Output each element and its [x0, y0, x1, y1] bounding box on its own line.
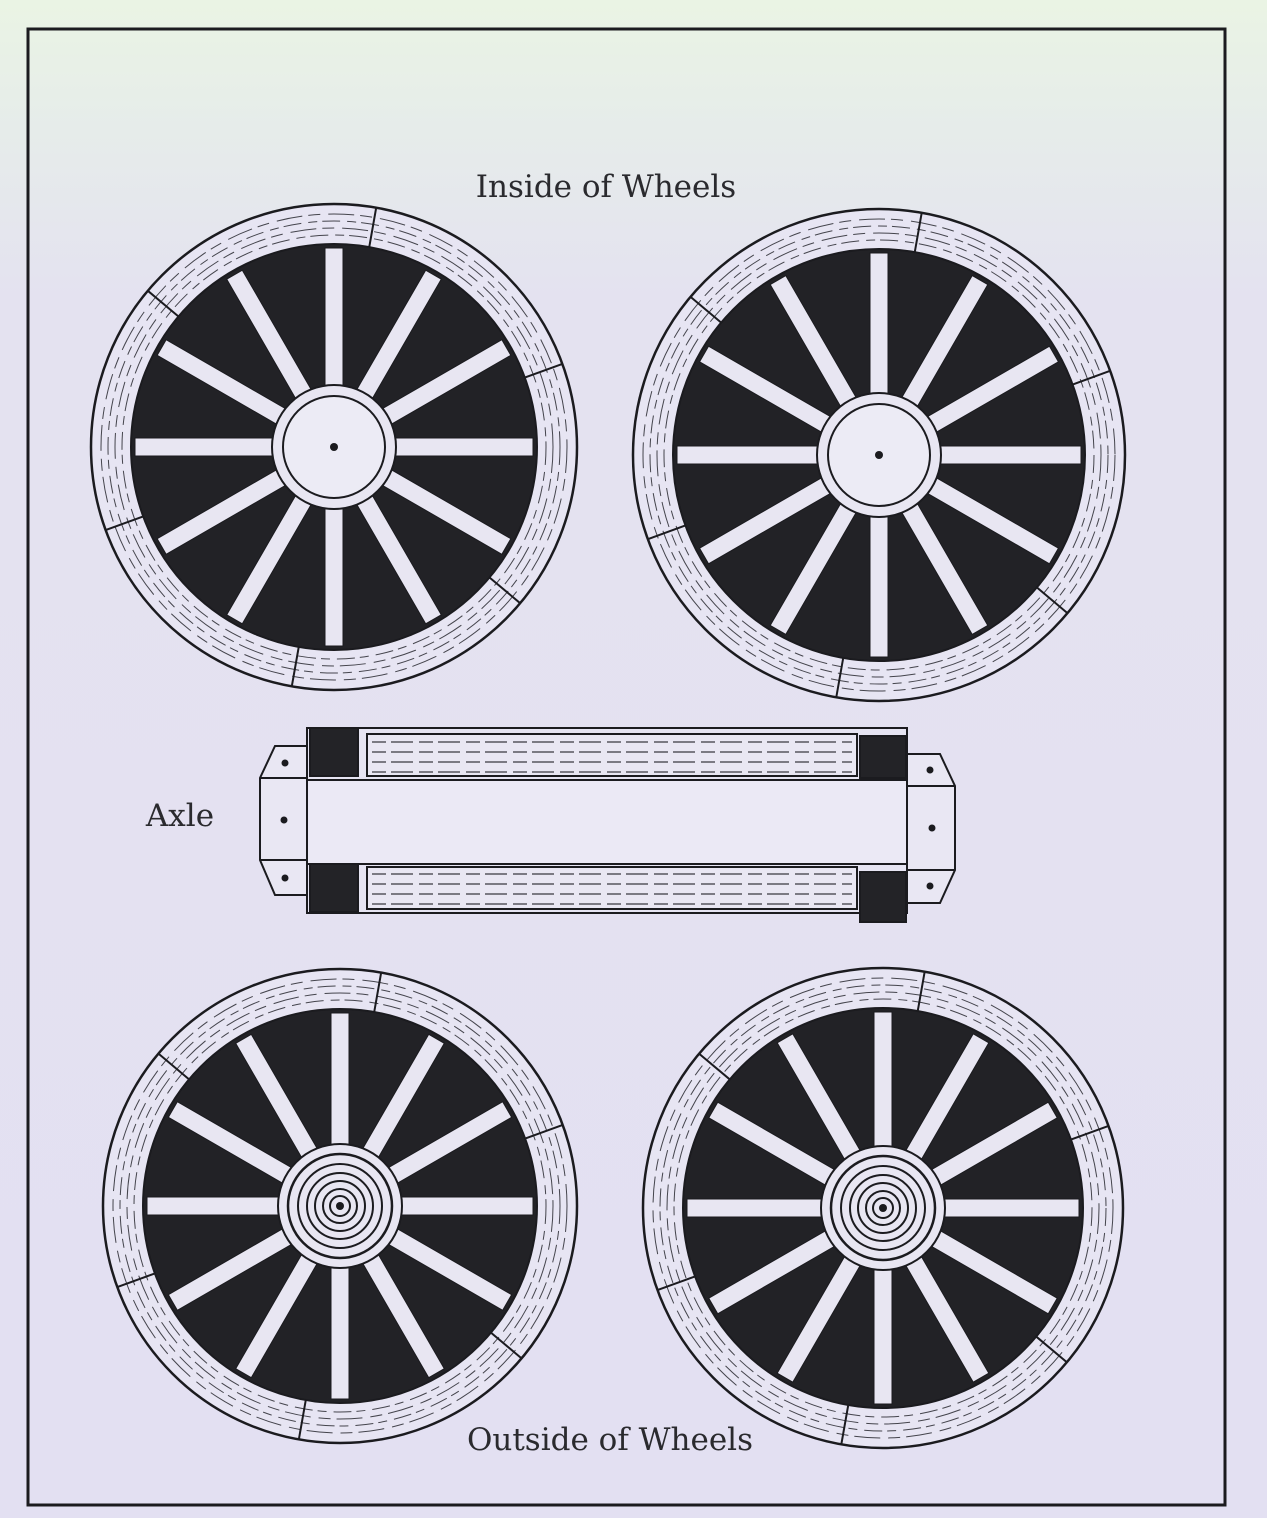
axle-left-tab-hole-mid — [280, 816, 288, 824]
felloe-wood-grain — [652, 977, 1114, 1439]
felloe-joint — [835, 657, 845, 698]
grain-line — [133, 999, 547, 1413]
grain-line — [119, 985, 561, 1427]
outside-wheels-label: Outside of Wheels — [467, 1422, 753, 1458]
felloe-joint — [657, 1275, 696, 1292]
axle-end-cap-bottom-right — [859, 871, 907, 923]
felloe-joint — [913, 212, 923, 253]
grain-line — [126, 992, 554, 1420]
felloe-joint — [1070, 1124, 1109, 1141]
axle-right-tab-hole-mid — [928, 824, 936, 832]
hub-axle-hole — [879, 1204, 887, 1212]
hub-axle-hole — [875, 451, 883, 459]
hub-ring — [857, 1182, 909, 1234]
felloe-joint — [488, 576, 521, 604]
felloe-joint — [698, 1052, 731, 1081]
grain-line — [649, 225, 1109, 685]
hub-axle-hole — [330, 443, 338, 451]
felloe-joint — [490, 1331, 523, 1360]
hub-ring — [286, 1152, 394, 1260]
axle-left-tab-hole-top — [281, 759, 289, 767]
grain-line — [107, 220, 561, 674]
axle-top-band — [366, 733, 858, 777]
axle-end-cap-top-left — [309, 727, 359, 777]
hub-ring — [329, 1195, 351, 1217]
hub-ring — [849, 1174, 917, 1242]
felloe-wood-grain — [100, 213, 568, 681]
felloe-joint — [524, 1124, 564, 1140]
felloe-joint — [105, 515, 144, 532]
axle-end-cap-top-right — [859, 735, 907, 779]
inside-wheel-right — [631, 207, 1127, 703]
grain-line — [121, 234, 547, 660]
felloe-joint — [147, 290, 180, 318]
felloe-joint — [647, 524, 686, 541]
hub-ring — [297, 1163, 383, 1249]
axle-left-tab-hole-bottom — [281, 874, 289, 882]
hub-ring — [314, 1180, 366, 1232]
felloe-joint — [373, 972, 383, 1013]
felloe-joint — [916, 971, 926, 1012]
axle-end-cap-bottom-left — [309, 863, 359, 913]
grain-line — [100, 213, 568, 681]
felloe-joint — [524, 362, 563, 379]
felloe-joint — [689, 296, 722, 324]
outside-wheel-left — [101, 967, 579, 1445]
axle-right-tab-hole-top — [926, 766, 934, 774]
grain-line — [659, 984, 1107, 1432]
hub-ring — [872, 1197, 894, 1219]
felloe-joint — [840, 1404, 850, 1445]
axle-bottom-band — [366, 866, 858, 910]
felloe-joint — [1035, 1335, 1068, 1364]
felloe-joint — [297, 1399, 307, 1440]
felloe-joint — [290, 646, 300, 687]
grain-line — [112, 978, 568, 1434]
felloe-joint — [116, 1272, 156, 1288]
axle-wood-grain — [372, 741, 852, 905]
felloe-joint — [157, 1052, 190, 1081]
felloe-wood-grain — [642, 218, 1116, 692]
axle-right-tab-hole-bottom — [926, 882, 934, 890]
axle-cutout — [259, 727, 956, 923]
felloe-joint — [1072, 369, 1111, 386]
grain-line — [673, 998, 1093, 1418]
felloe-joint — [1036, 586, 1069, 614]
hub-ring — [865, 1190, 901, 1226]
axle-center-strip — [306, 779, 908, 865]
hub-ring — [306, 1172, 374, 1240]
page-border — [26, 27, 1227, 1507]
hub-ring — [829, 1154, 937, 1262]
grain-line — [114, 227, 554, 667]
grain-line — [656, 232, 1102, 678]
grain-line — [666, 991, 1100, 1425]
axle-label: Axle — [145, 798, 214, 834]
grain-line — [663, 239, 1095, 671]
outside-wheel-right — [641, 966, 1125, 1450]
felloe-wood-grain — [112, 978, 568, 1434]
hub-axle-hole — [336, 1202, 344, 1210]
hub-ring — [322, 1188, 358, 1224]
felloe-joint — [368, 207, 378, 248]
grain-line — [652, 977, 1114, 1439]
inside-wheels-label: Inside of Wheels — [476, 169, 736, 205]
hub-ring — [840, 1165, 926, 1251]
grain-line — [642, 218, 1116, 692]
inside-wheel-left — [89, 202, 579, 692]
